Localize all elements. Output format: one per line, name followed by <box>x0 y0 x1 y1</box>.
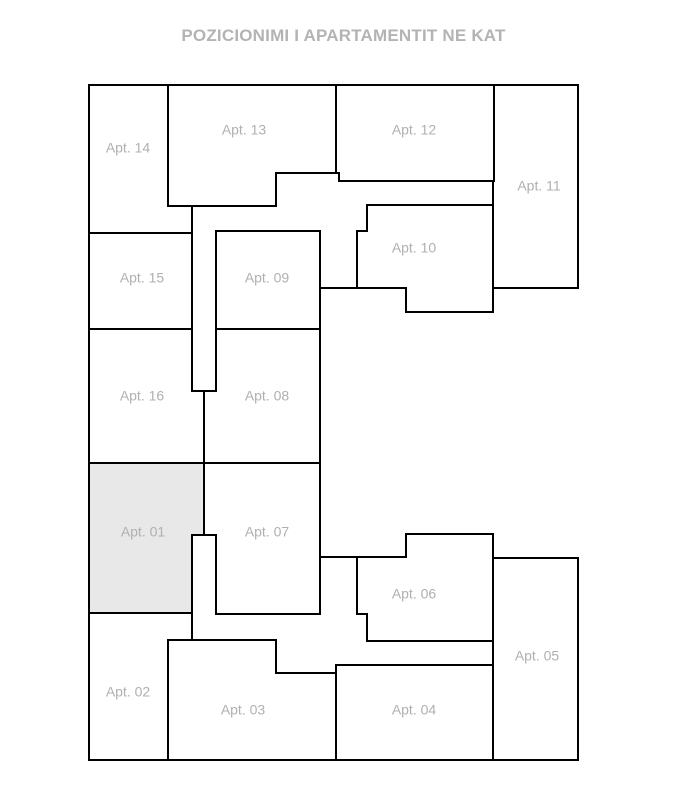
apartment-07[interactable] <box>203 462 321 615</box>
apartment-16[interactable] <box>88 328 205 464</box>
apartment-12[interactable] <box>335 84 495 182</box>
page-title: POZICIONIMI I APARTAMENTIT NE KAT <box>181 26 506 45</box>
apartment-03[interactable] <box>167 639 340 761</box>
apartment-13[interactable] <box>167 84 337 207</box>
apartment-01[interactable] <box>88 462 205 614</box>
apartment-08[interactable] <box>203 328 321 464</box>
apartment-11[interactable] <box>492 84 579 289</box>
apartment-15[interactable] <box>88 232 193 330</box>
apartment-04[interactable] <box>335 664 494 761</box>
apartment-06[interactable] <box>356 533 494 642</box>
apartment-10[interactable] <box>356 204 494 313</box>
apartment-09[interactable] <box>215 230 321 330</box>
apartment-05[interactable] <box>492 557 579 761</box>
